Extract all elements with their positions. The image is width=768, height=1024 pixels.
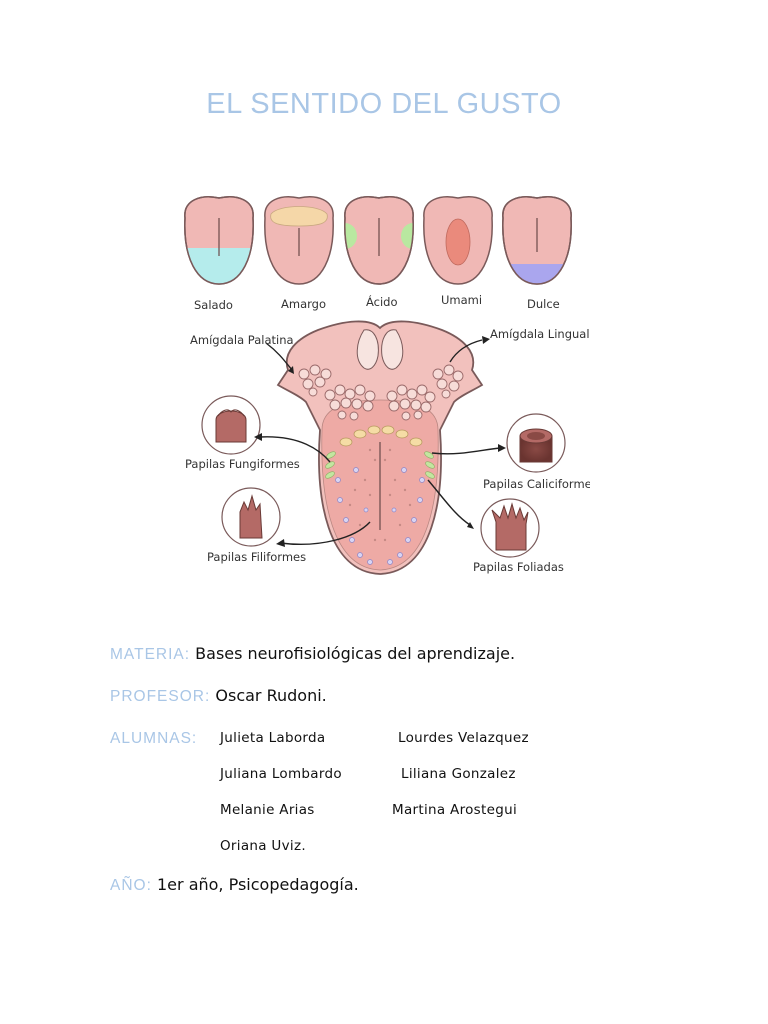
filiform-callout [221,487,281,547]
student-name: Juliana Lombardo [220,766,342,782]
profesor-key: PROFESOR: [110,688,211,705]
materia-value: Bases neurofisiológicas del aprendizaje. [195,644,516,663]
student-name: Martina Arostegui [392,802,517,818]
profesor-value: Oscar Rudoni. [215,686,327,705]
bitter-zone [270,206,328,227]
anio-row: AÑO: 1er año, Psicopedagogía. [110,875,359,895]
student-name: Liliana Gonzalez [401,766,516,782]
label-tonsil-palatine: Amígdala Palatina [190,333,294,347]
anio-key: AÑO: [110,877,152,894]
label-fungiform: Papilas Fungiformes [185,457,300,471]
label-circumvallate: Papilas Caliciformes [483,477,590,491]
circumvallate-callout [506,413,566,473]
student-name: Oriana Uviz. [220,838,306,854]
taste-label-dulce: Dulce [527,297,560,311]
taste-label-acido: Ácido [366,294,398,309]
anio-value: 1er año, Psicopedagogía. [157,875,359,894]
page-title: EL SENTIDO DEL GUSTO [206,88,562,120]
foliate-callout [480,498,540,558]
taste-label-amargo: Amargo [281,297,326,311]
student-name: Julieta Laborda [220,730,326,746]
taste-tongue-salado [184,196,254,285]
taste-label-salado: Salado [194,298,233,312]
taste-tongue-umami [423,196,493,285]
label-foliate: Papilas Foliadas [473,560,564,574]
taste-label-umami: Umami [441,293,482,307]
materia-row: MATERIA: Bases neurofisiológicas del apr… [110,644,515,664]
large-tongue [276,320,484,575]
callout-arrows [259,339,501,545]
materia-key: MATERIA: [110,646,191,663]
alumnas-row: ALUMNAS: [110,728,197,748]
profesor-row: PROFESOR: Oscar Rudoni. [110,686,327,706]
taste-tongue-amargo [264,196,334,285]
alumnas-key: ALUMNAS: [110,730,198,747]
label-filiform: Papilas Filiformes [207,550,306,564]
umami-zone [445,218,471,266]
fungiform-callout [201,395,261,455]
tongue-illustration: Salado Amargo Ácido Umami Dulce [184,196,590,575]
label-tonsil-lingual: Amígdala Lingual [490,327,590,341]
student-name: Lourdes Velazquez [398,730,529,746]
taste-tongue-dulce [502,196,572,285]
taste-tongue-acido [344,196,414,285]
student-name: Melanie Arias [220,802,315,818]
